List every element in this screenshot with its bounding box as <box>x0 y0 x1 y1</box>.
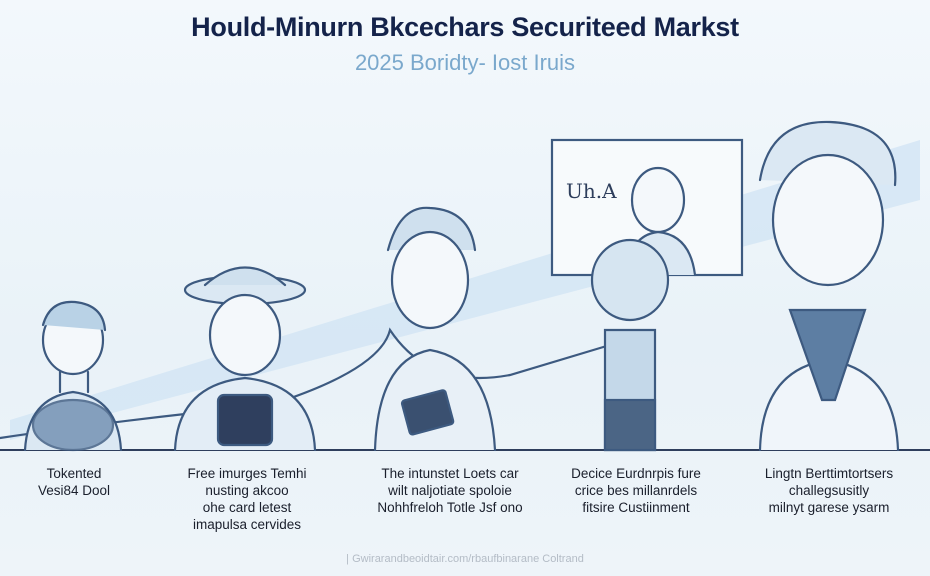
figure-money <box>373 206 497 452</box>
figure-child <box>23 300 123 452</box>
figure-hat <box>173 266 317 452</box>
page-subtitle: 2025 Boridty- Iost Iruis <box>354 50 576 75</box>
footer-credit: | Gwirarandbeoidtair.com/rbaufbinarane C… <box>346 553 584 565</box>
figure-teen <box>758 120 900 452</box>
connecting-line <box>0 327 612 440</box>
figure-bottle <box>590 238 670 452</box>
page-title: Hould-Minurn Bkcechars Securiteed Markst <box>191 12 739 42</box>
poster-text: Uh.A <box>566 179 617 203</box>
